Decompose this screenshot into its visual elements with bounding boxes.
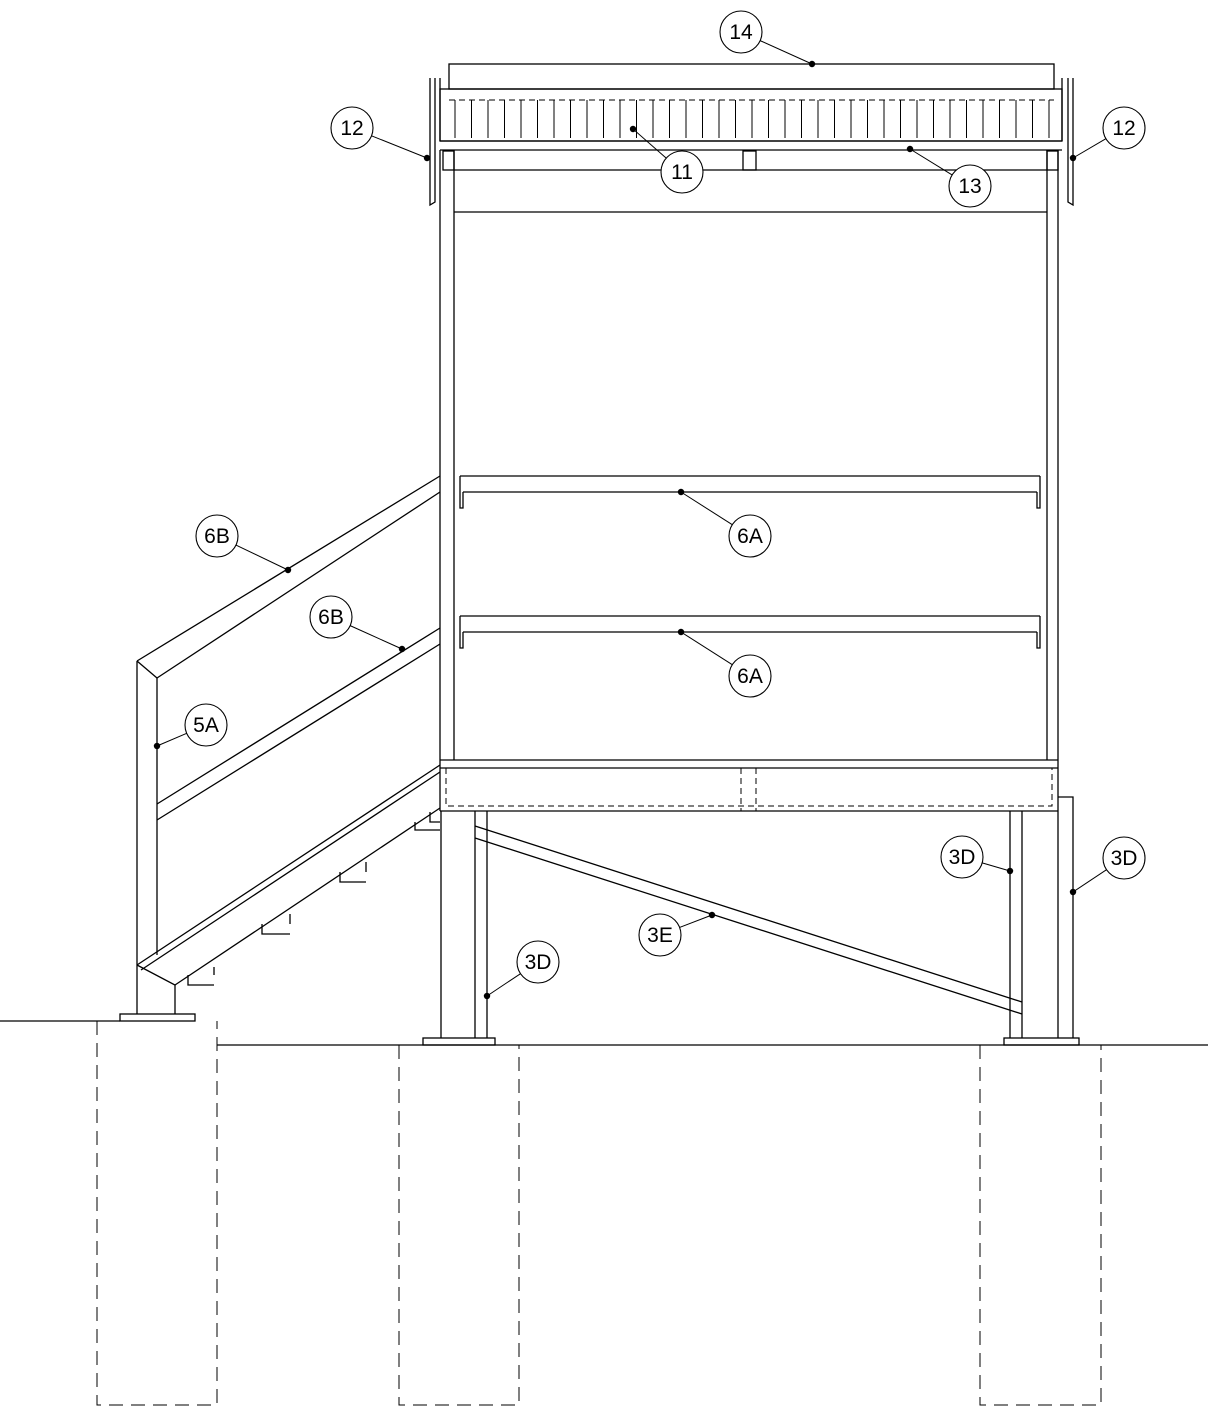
lower-column-left: [440, 811, 488, 1038]
footing-middle: [398, 1045, 520, 1406]
callout-anchor-dot: [153, 742, 161, 750]
callout-bubble: [728, 514, 772, 558]
callout-anchor-dot: [398, 645, 406, 653]
footing-left: [96, 1021, 218, 1406]
callout-leader: [349, 625, 403, 650]
callout-leader: [486, 973, 521, 997]
callout-leader: [371, 135, 428, 159]
ground-line: [0, 1020, 1208, 1046]
callout-label: 3D: [525, 951, 552, 974]
callout-bubble: [330, 106, 374, 150]
callout-label: 6A: [737, 525, 763, 548]
callout-leader: [632, 128, 667, 159]
callout-anchor-dot: [906, 145, 914, 153]
callout-leader: [680, 631, 733, 666]
callout-label: 11: [671, 161, 693, 184]
callout-leader: [156, 732, 187, 747]
callout-bubble: [516, 940, 560, 984]
callout-leader: [680, 491, 733, 526]
callout-bubble: [184, 703, 228, 747]
callout-bubble: [195, 514, 239, 558]
callout-c6Ba: 6B: [195, 514, 292, 574]
callout-c6Aa: 6A: [677, 488, 772, 558]
callout-leader: [909, 148, 953, 176]
callout-bubble: [1102, 106, 1146, 150]
callout-c6Bb: 6B: [309, 595, 406, 653]
callout-c6Ab: 6A: [677, 628, 772, 698]
callout-leader: [1072, 138, 1107, 159]
lower-column-right: [1009, 796, 1074, 1038]
callout-c3Dc: 3D: [1069, 836, 1146, 896]
callout-leader: [1072, 869, 1107, 893]
callout-anchor-dot: [284, 566, 292, 574]
callout-label: 6A: [737, 665, 763, 688]
callout-label: 3E: [647, 924, 673, 947]
footing-right: [979, 1045, 1102, 1406]
callout-bubble: [309, 595, 353, 639]
callout-anchor-dot: [483, 992, 491, 1000]
callout-leader: [679, 914, 713, 928]
callout-anchor-dot: [1006, 867, 1014, 875]
callout-label: 12: [340, 117, 363, 140]
guard-rail-lower: [459, 615, 1041, 649]
callout-anchor-dot: [629, 125, 637, 133]
callout-label: 3D: [1111, 847, 1138, 870]
platform-deck: [439, 759, 1059, 812]
callout-leader: [759, 40, 813, 65]
callout-anchor-dot: [677, 488, 685, 496]
callout-label: 3D: [949, 846, 976, 869]
diagonal-brace: [474, 825, 1023, 1015]
callout-c3Db: 3D: [940, 835, 1014, 879]
callout-anchor-dot: [708, 911, 716, 919]
callout-bubble: [940, 835, 984, 879]
callout-c5A: 5A: [153, 703, 228, 750]
callout-anchor-dot: [677, 628, 685, 636]
callout-bubble: [948, 164, 992, 208]
guard-rail-upper: [459, 475, 1041, 509]
callout-leader: [235, 544, 289, 571]
callout-bubble: [728, 654, 772, 698]
upper-posts: [439, 150, 1059, 760]
callout-bubble: [1102, 836, 1146, 880]
callout-layer: 14 12 12 11 13 6B 6B 6A 6A 5A 3D 3D 3D 3E: [153, 10, 1146, 1000]
callout-anchor-dot: [808, 60, 816, 68]
callout-label: 12: [1112, 117, 1135, 140]
callout-bubble: [660, 150, 704, 194]
base-plates: [119, 1013, 1080, 1046]
callout-label: 14: [729, 21, 753, 44]
top-deck: [429, 63, 1074, 213]
callout-label: 13: [958, 175, 981, 198]
callout-bubble: [638, 913, 682, 957]
callout-leader: [982, 862, 1011, 872]
stair-treads: [187, 812, 440, 986]
stair-handrail: [136, 475, 441, 965]
callout-c3E: 3E: [638, 911, 716, 957]
callout-c12r: 12: [1069, 106, 1146, 162]
callout-label: 5A: [193, 714, 219, 737]
callout-c14: 14: [719, 10, 816, 68]
callout-c3Da: 3D: [483, 940, 560, 1000]
callout-bubble: [719, 10, 763, 54]
callout-c12l: 12: [330, 106, 431, 162]
callout-label: 6B: [204, 525, 230, 548]
callout-label: 6B: [318, 606, 344, 629]
callout-anchor-dot: [1069, 888, 1077, 896]
callout-anchor-dot: [1069, 154, 1077, 162]
stair-stringer: [136, 764, 441, 1014]
callout-anchor-dot: [423, 154, 431, 162]
callout-c11: 11: [629, 125, 704, 194]
callout-c13: 13: [906, 145, 992, 208]
